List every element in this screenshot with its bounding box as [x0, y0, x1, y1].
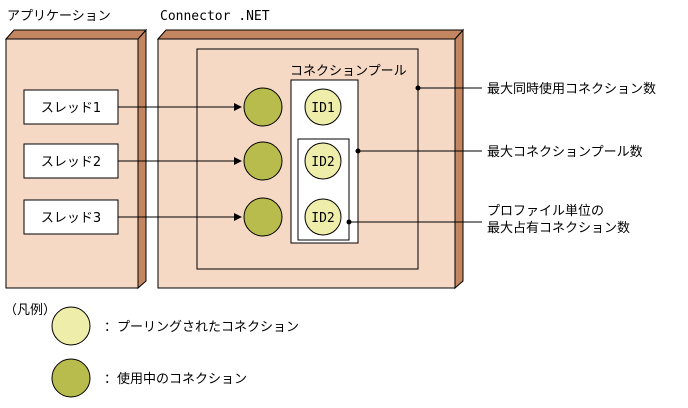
thread-1-box [23, 89, 119, 125]
pooled-connection [304, 142, 342, 180]
callout-max-pool: 最大コネクションプール数 [487, 145, 643, 160]
in-use-connection [243, 141, 283, 181]
in-use-connection [243, 87, 283, 127]
application-box-top [4, 29, 148, 40]
thread-3-label: スレッド3 [41, 211, 101, 226]
pooled-connection-id: ID2 [311, 211, 334, 226]
pooled-connection [304, 88, 342, 126]
legend-title: （凡例） [4, 303, 56, 318]
application-label: アプリケーション [7, 9, 111, 24]
thread-2-label: スレッド2 [41, 155, 101, 170]
connector-label: Connector .NET [160, 9, 270, 24]
thread-1-label: スレッド1 [41, 101, 101, 116]
pool-label: コネクションプール [290, 64, 407, 79]
max-simultaneous-region [196, 48, 419, 270]
application-box-side [137, 28, 147, 290]
connector-box-top [156, 29, 465, 40]
pooled-connection [304, 198, 342, 236]
pooled-connection-id: ID1 [311, 101, 334, 116]
legend-in-use-swatch [51, 358, 91, 398]
thread-3-box [23, 199, 119, 235]
callout-max-simultaneous: 最大同時使用コネクション数 [487, 81, 656, 97]
in-use-connection [243, 197, 283, 237]
pooled-connection-id: ID2 [311, 155, 334, 170]
legend-pooled-label: ：プーリングされたコネクション [104, 320, 299, 335]
legend-in-use-label: ：使用中のコネクション [104, 371, 247, 387]
legend-pooled-swatch [51, 306, 91, 346]
callout-max-per-profile-line2: 最大占有コネクション数 [487, 221, 630, 236]
thread-2-box [23, 143, 119, 179]
connector-box-side [454, 28, 464, 290]
callout-max-per-profile-line1: プロファイル単位の [487, 203, 604, 219]
